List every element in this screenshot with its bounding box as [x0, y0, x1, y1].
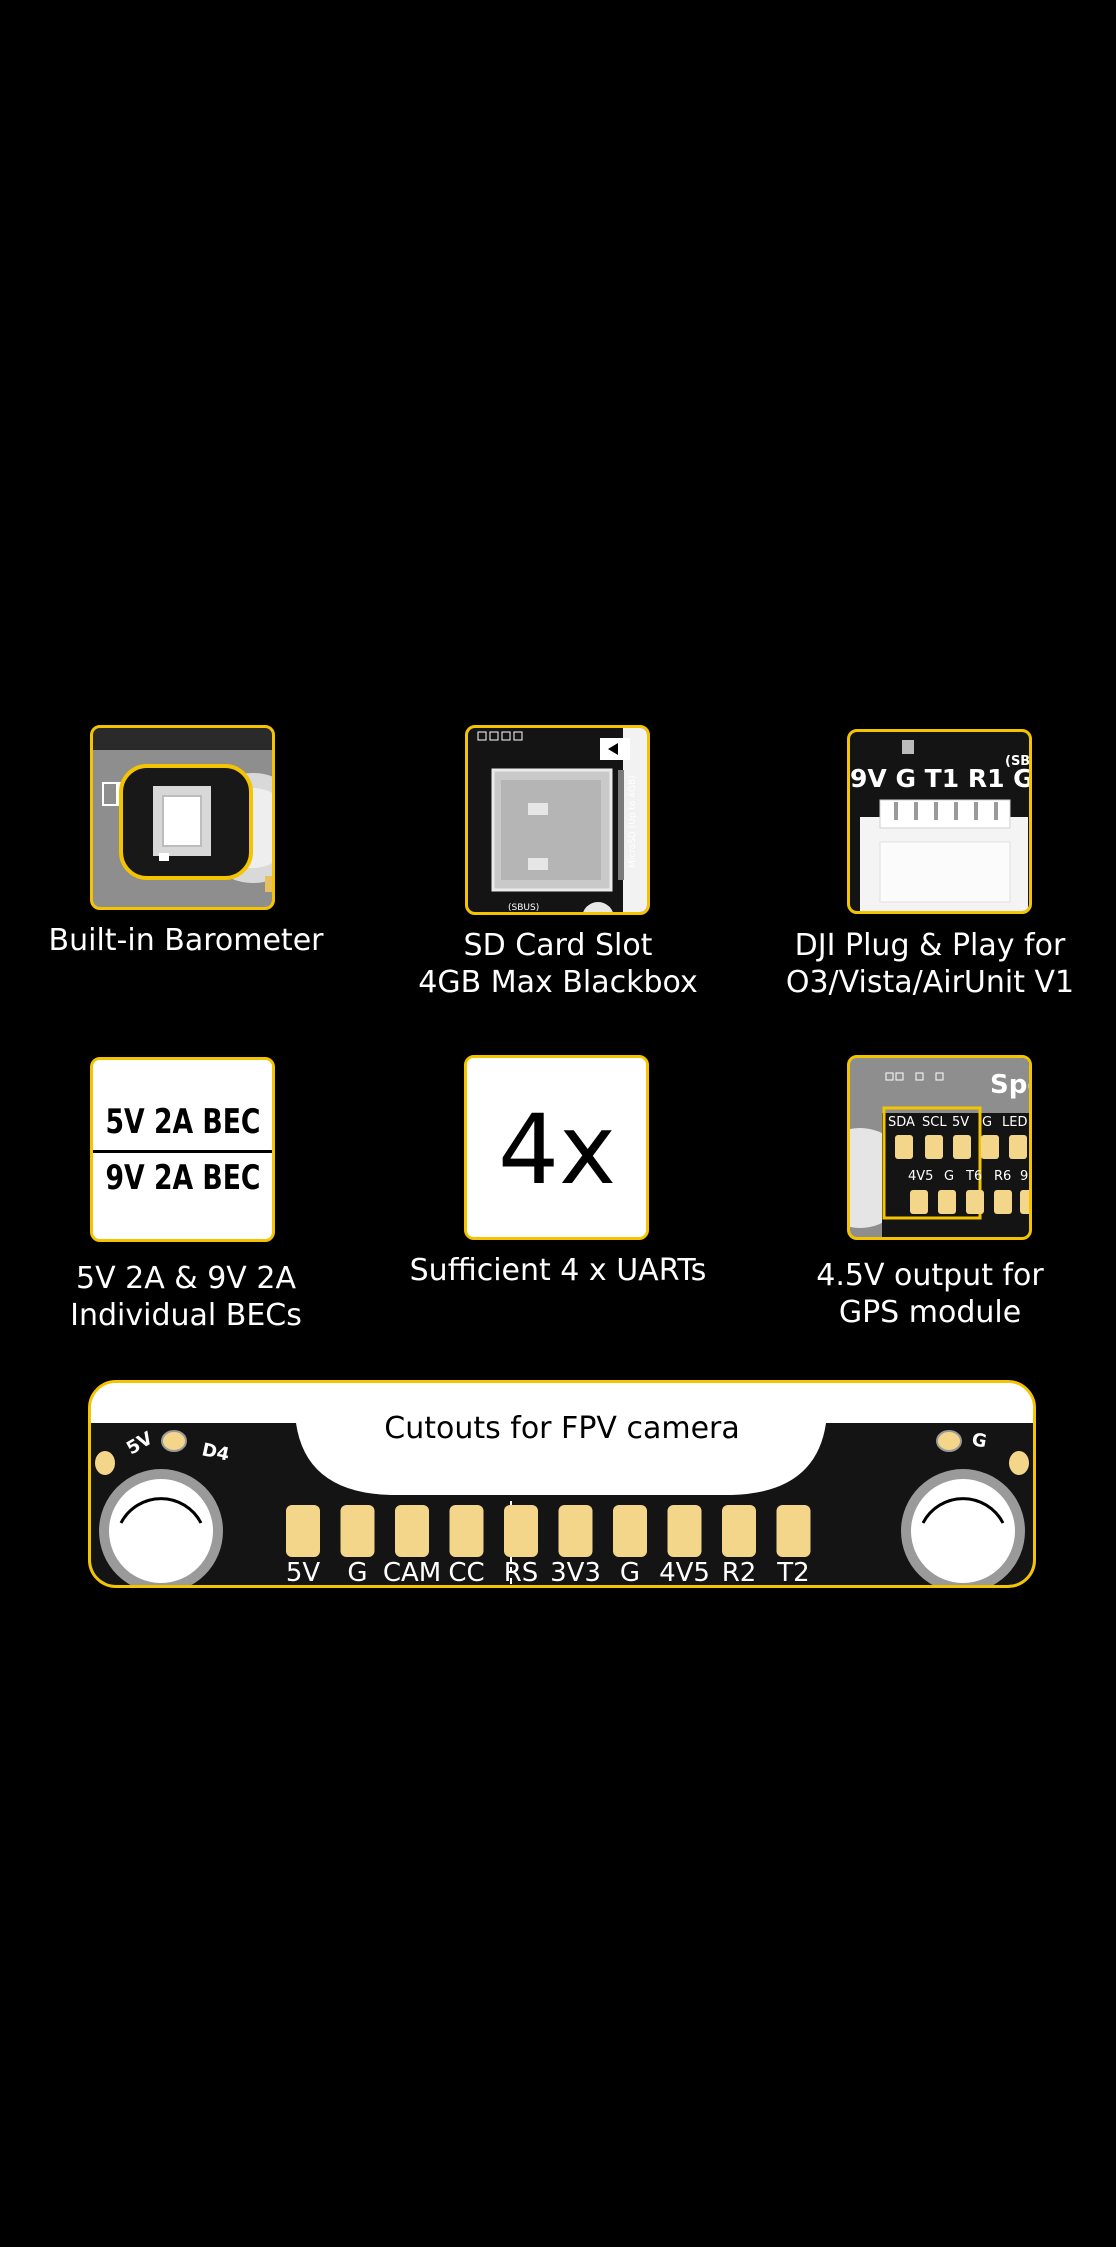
camera-pad [613, 1505, 647, 1557]
bec-tile: 5V 2A BEC 9V 2A BEC [90, 1057, 275, 1242]
sd-sbus-label: (SBUS) [508, 903, 539, 913]
dji-connector-icon: 9V G T1 R1 G R2 (SBU [850, 732, 1032, 911]
bec-label-icon: 5V 2A BEC 9V 2A BEC [93, 1060, 272, 1239]
gps-pin-g: G [982, 1115, 992, 1130]
gps-pads-icon: Spe SDA SCL 5V G LED 4V5 G T6 R6 9 [850, 1058, 1032, 1237]
gps-pin-9: 9 [1020, 1169, 1028, 1184]
feature-dji: 9V G T1 R1 G R2 (SBU DJI Plug & Play for… [744, 729, 1116, 1009]
dji-pin-labels: 9V G T1 R1 G R2 [850, 764, 1032, 793]
gps-pin-t6: T6 [965, 1169, 982, 1184]
camera-pad-label: R2 [722, 1558, 757, 1585]
gps-tile: Spe SDA SCL 5V G LED 4V5 G T6 R6 9 [847, 1055, 1032, 1240]
gps-caption: 4.5V output for GPS module [816, 1258, 1044, 1330]
feature-sd-card: MicroSD (Up to 4GB) (SBUS) SD Card Slot … [372, 725, 744, 1005]
uarts-count-icon: 4x [467, 1058, 646, 1237]
uarts-tile: 4x [464, 1055, 649, 1240]
camera-pad [722, 1505, 756, 1557]
camera-pad [286, 1505, 320, 1557]
bec-caption: 5V 2A & 9V 2A Individual BECs [70, 1261, 302, 1333]
camera-pad-label: 4V5 [659, 1558, 710, 1585]
camera-pad-label: 5V [286, 1558, 321, 1585]
sd-card-caption: SD Card Slot 4GB Max Blackbox [418, 928, 698, 1000]
feature-barometer: Built-in Barometer [0, 725, 372, 965]
gps-pin-scl: SCL [922, 1115, 947, 1130]
dji-sbus-label: (SBU [1005, 754, 1032, 769]
gps-pin-5v: 5V [952, 1115, 969, 1130]
panel-label-g: G [970, 1429, 988, 1452]
camera-pad [558, 1505, 593, 1557]
camera-pad-label: CAM [383, 1558, 441, 1585]
barometer-chip-icon [93, 728, 272, 907]
camera-pad [449, 1505, 484, 1557]
feature-uarts: 4x Sufficient 4 x UARTs [372, 1055, 744, 1295]
barometer-caption: Built-in Barometer [48, 923, 324, 958]
camera-pads-group: 5V G CAM CC RS 3V3 G 4V5 R2 T2 [286, 1505, 811, 1585]
fpv-camera-caption: Cutouts for FPV camera [384, 1411, 740, 1446]
camera-pad [776, 1505, 811, 1557]
sd-card-label: MicroSD (Up to 4GB) [628, 775, 638, 868]
sd-card-tile: MicroSD (Up to 4GB) (SBUS) [465, 725, 650, 915]
uarts-caption: Sufficient 4 x UARTs [409, 1253, 707, 1288]
camera-pad-label: G [347, 1558, 367, 1585]
feature-gps: Spe SDA SCL 5V G LED 4V5 G T6 R6 9 4.5V … [744, 1055, 1116, 1345]
camera-pad-label: CC [448, 1558, 484, 1585]
uarts-big-text: 4x [498, 1094, 616, 1206]
camera-pad-label: T2 [776, 1558, 809, 1585]
feature-bec: 5V 2A BEC 9V 2A BEC 5V 2A & 9V 2A Indivi… [0, 1057, 372, 1347]
dji-caption: DJI Plug & Play for O3/Vista/AirUnit V1 [785, 928, 1075, 1000]
sd-card-slot-icon: MicroSD (Up to 4GB) (SBUS) [468, 728, 647, 913]
gps-pin-4v5: 4V5 [908, 1169, 933, 1184]
dji-connector-tile: 9V G T1 R1 G R2 (SBU [847, 729, 1032, 914]
camera-pad-label: 3V3 [550, 1558, 601, 1585]
camera-pad [667, 1505, 702, 1557]
gps-pin-g2: G [944, 1169, 954, 1184]
gps-pin-led: LED [1002, 1115, 1027, 1130]
bec-line-2: 9V 2A BEC [106, 1158, 261, 1198]
gps-pin-r6: R6 [994, 1169, 1011, 1184]
camera-pad-label: RS [504, 1558, 539, 1585]
bec-line-1: 5V 2A BEC [106, 1102, 261, 1142]
gps-pin-sda: SDA [888, 1115, 915, 1130]
camera-pad [504, 1505, 538, 1557]
barometer-tile [90, 725, 275, 910]
gps-brand-text: Spe [990, 1070, 1032, 1100]
camera-pad [395, 1505, 429, 1557]
camera-pad [340, 1505, 375, 1557]
camera-pad-label: G [620, 1558, 640, 1585]
